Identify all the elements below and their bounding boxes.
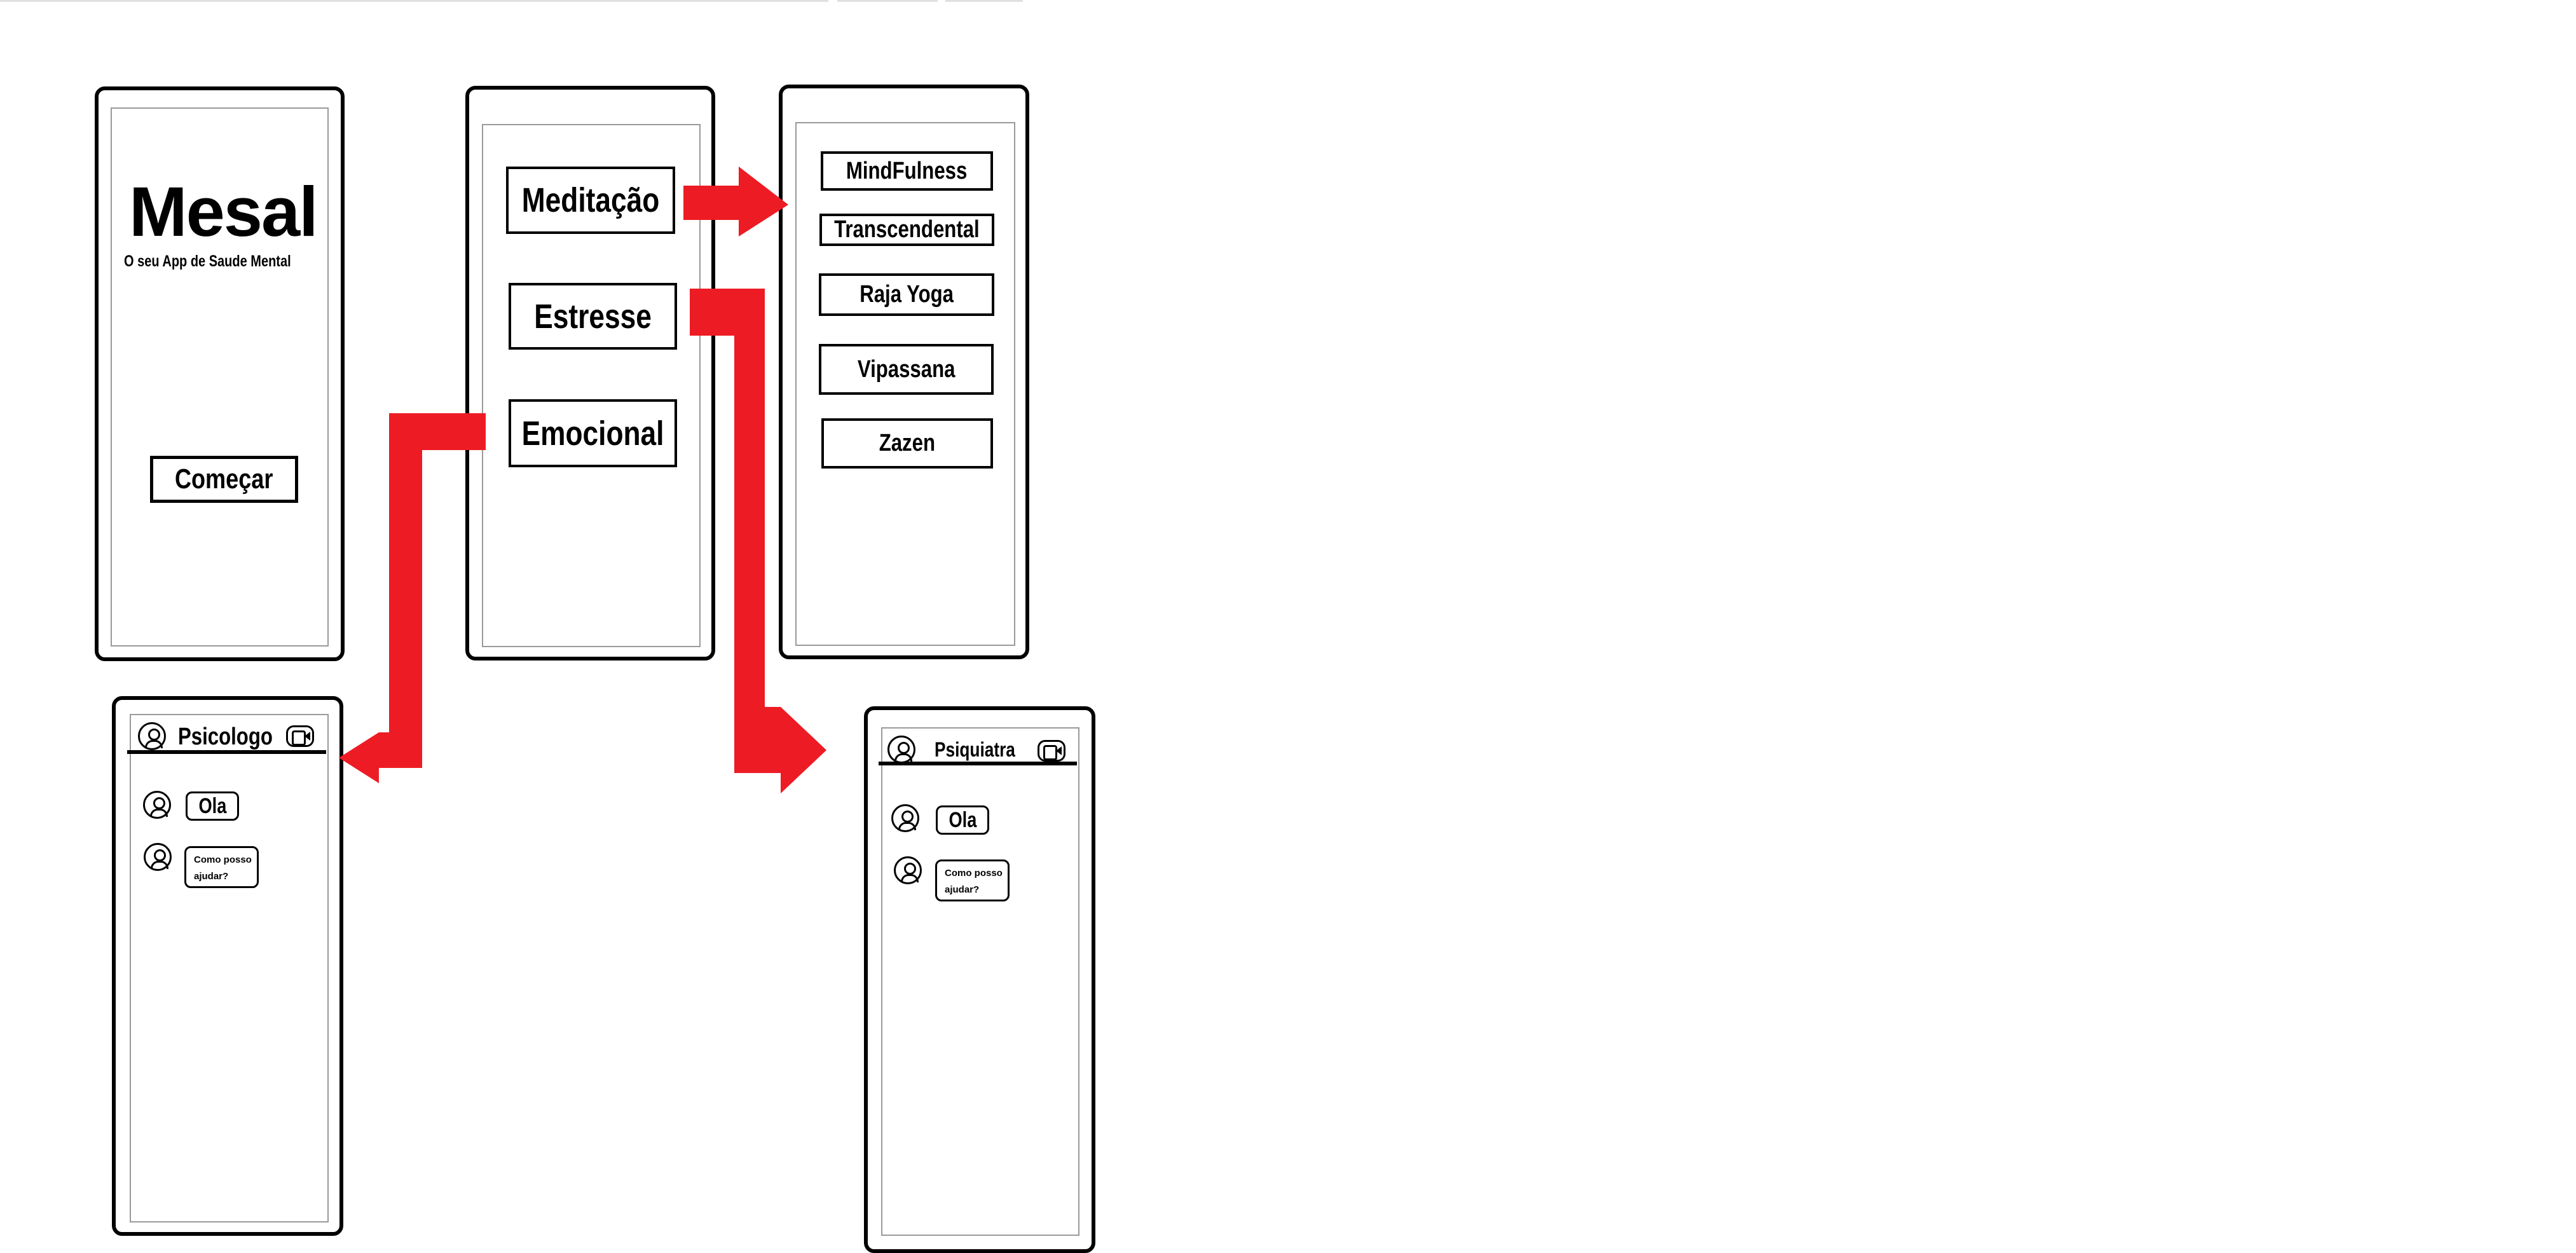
top-bar-segment-1 <box>0 0 828 2</box>
psicologo-greeting-avatar-icon <box>143 791 171 819</box>
psicologo-avatar-icon <box>138 722 166 750</box>
psicologo-message-avatar-icon <box>144 843 172 871</box>
psicologo-message-bubble: Como posso ajudar? <box>184 846 259 888</box>
start-button[interactable]: Começar <box>150 456 298 503</box>
psicologo-message-line-1: Como posso <box>194 854 252 865</box>
psiquiatra-greeting-avatar-icon <box>891 804 919 832</box>
psiquiatra-name: Psiquiatra <box>935 738 1015 761</box>
psicologo-video-call-icon[interactable] <box>286 725 314 747</box>
phone-splash <box>95 86 345 661</box>
chat-header-psiquiatra <box>879 726 1077 765</box>
screen-splash <box>111 107 329 647</box>
option-estresse-button[interactable]: Estresse <box>509 283 677 350</box>
top-bar-segment-3 <box>945 0 1023 2</box>
psiquiatra-message-bubble: Como posso ajudar? <box>935 859 1010 901</box>
arrow-estresse-to-psiquiatra <box>690 289 826 793</box>
option-emocional-button[interactable]: Emocional <box>509 399 677 467</box>
chat-header-psicologo <box>127 715 326 754</box>
option-meditacao-button[interactable]: Meditação <box>506 167 675 234</box>
psicologo-greeting-bubble: Ola <box>186 791 239 821</box>
psiquiatra-message-line-2: ajudar? <box>945 884 980 895</box>
app-subtitle: O seu App de Saude Mental <box>124 252 291 270</box>
meditation-vipassana-button[interactable]: Vipassana <box>819 344 994 395</box>
arrow-meditacao-to-types <box>683 167 788 236</box>
app-title: Mesal <box>129 173 319 251</box>
psicologo-name: Psicologo <box>178 723 273 750</box>
arrow-emocional-to-psicologo <box>339 413 486 783</box>
meditation-mindfulness-button[interactable]: MindFulness <box>821 151 993 191</box>
top-bar-segment-2 <box>837 0 938 2</box>
psiquiatra-greeting-bubble: Ola <box>936 805 989 835</box>
meditation-zazen-button[interactable]: Zazen <box>821 418 993 469</box>
psiquiatra-message-avatar-icon <box>894 856 922 884</box>
meditation-raja-yoga-button[interactable]: Raja Yoga <box>819 273 994 316</box>
meditation-transcendental-button[interactable]: Transcendental <box>819 214 994 246</box>
psiquiatra-avatar-icon <box>887 736 915 763</box>
psicologo-message-line-2: ajudar? <box>194 871 229 882</box>
psiquiatra-video-call-icon[interactable] <box>1038 740 1065 762</box>
psiquiatra-message-line-1: Como posso <box>945 868 1003 879</box>
